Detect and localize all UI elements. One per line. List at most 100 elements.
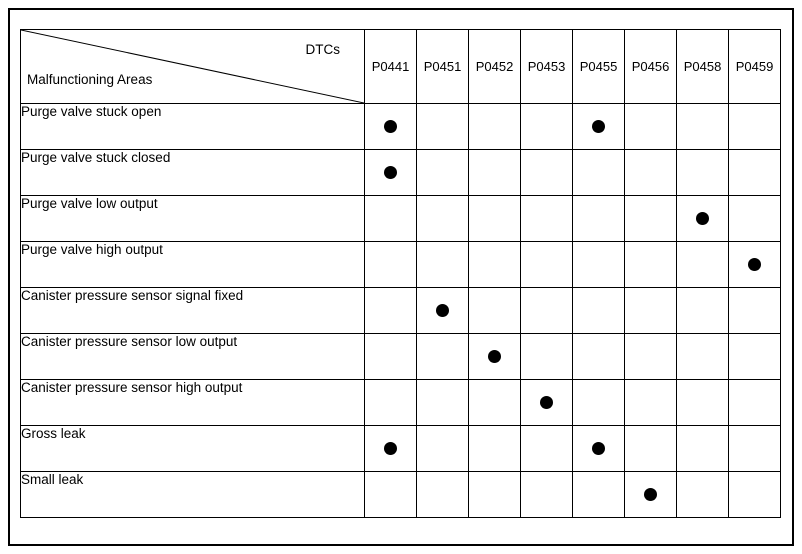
matrix-cell-p0441 — [364, 333, 417, 380]
matrix-cell-p0455 — [572, 333, 625, 380]
row-label: Gross leak — [20, 425, 365, 472]
dtc-marker-dot — [696, 211, 709, 225]
matrix-cell-p0451 — [416, 425, 469, 472]
row-label: Canister pressure sensor high output — [20, 379, 365, 426]
matrix-cell-p0452 — [468, 333, 521, 380]
matrix-cell-p0452 — [468, 287, 521, 334]
matrix-cell-p0441 — [364, 149, 417, 196]
matrix-cell-p0455 — [572, 149, 625, 196]
matrix-cell-p0451 — [416, 471, 469, 518]
matrix-cell-p0441 — [364, 195, 417, 242]
matrix-cell-p0453 — [520, 287, 573, 334]
table-row: Purge valve low output — [20, 195, 781, 242]
matrix-cell-p0456 — [624, 241, 677, 288]
matrix-cell-p0452 — [468, 425, 521, 472]
dtc-marker-dot — [592, 119, 605, 133]
matrix-cell-p0455 — [572, 287, 625, 334]
matrix-cell-p0456 — [624, 379, 677, 426]
matrix-cell-p0458 — [676, 241, 729, 288]
matrix-cell-p0459 — [728, 195, 781, 242]
dtc-marker-dot — [644, 487, 657, 501]
matrix-cell-p0456 — [624, 333, 677, 380]
matrix-cell-p0456 — [624, 149, 677, 196]
matrix-cell-p0455 — [572, 379, 625, 426]
matrix-cell-p0452 — [468, 241, 521, 288]
matrix-cell-p0455 — [572, 471, 625, 518]
matrix-cell-p0453 — [520, 379, 573, 426]
matrix-cell-p0458 — [676, 149, 729, 196]
table-row: Canister pressure sensor low output — [20, 333, 781, 380]
malfunctioning-areas-axis-label: Malfunctioning Areas — [27, 71, 153, 87]
matrix-cell-p0455 — [572, 241, 625, 288]
table-row: Purge valve high output — [20, 241, 781, 288]
row-label: Purge valve stuck closed — [20, 149, 365, 196]
matrix-cell-p0452 — [468, 379, 521, 426]
matrix-cell-p0459 — [728, 333, 781, 380]
column-header-p0455: P0455 — [572, 29, 625, 104]
matrix-cell-p0441 — [364, 103, 417, 150]
matrix-cell-p0456 — [624, 103, 677, 150]
matrix-cell-p0451 — [416, 333, 469, 380]
matrix-cell-p0459 — [728, 103, 781, 150]
matrix-cell-p0455 — [572, 195, 625, 242]
column-header-p0458: P0458 — [676, 29, 729, 104]
matrix-cell-p0451 — [416, 149, 469, 196]
matrix-cell-p0459 — [728, 149, 781, 196]
matrix-cell-p0452 — [468, 471, 521, 518]
matrix-cell-p0459 — [728, 471, 781, 518]
matrix-cell-p0456 — [624, 287, 677, 334]
matrix-cell-p0451 — [416, 241, 469, 288]
matrix-cell-p0441 — [364, 471, 417, 518]
dtcs-axis-label: DTCs — [305, 42, 341, 57]
column-header-p0441: P0441 — [364, 29, 417, 104]
matrix-cell-p0453 — [520, 103, 573, 150]
table-row: Purge valve stuck open — [20, 103, 781, 150]
dtc-marker-dot — [488, 349, 501, 363]
matrix-cell-p0456 — [624, 195, 677, 242]
table-row: Canister pressure sensor high output — [20, 379, 781, 426]
matrix-cell-p0458 — [676, 379, 729, 426]
matrix-cell-p0453 — [520, 195, 573, 242]
matrix-cell-p0458 — [676, 425, 729, 472]
matrix-cell-p0458 — [676, 195, 729, 242]
row-label: Purge valve stuck open — [20, 103, 365, 150]
matrix-cell-p0452 — [468, 195, 521, 242]
column-header-p0453: P0453 — [520, 29, 573, 104]
table-row: Canister pressure sensor signal fixed — [20, 287, 781, 334]
matrix-cell-p0441 — [364, 287, 417, 334]
matrix-cell-p0458 — [676, 103, 729, 150]
column-header-p0456: P0456 — [624, 29, 677, 104]
matrix-cell-p0458 — [676, 471, 729, 518]
row-label: Canister pressure sensor low output — [20, 333, 365, 380]
matrix-cell-p0451 — [416, 103, 469, 150]
dtc-marker-dot — [384, 119, 397, 133]
table-row: Purge valve stuck closed — [20, 149, 781, 196]
matrix-cell-p0451 — [416, 379, 469, 426]
column-header-p0452: P0452 — [468, 29, 521, 104]
matrix-cell-p0452 — [468, 149, 521, 196]
matrix-cell-p0453 — [520, 425, 573, 472]
matrix-cell-p0455 — [572, 103, 625, 150]
table-row: Gross leak — [20, 425, 781, 472]
matrix-cell-p0453 — [520, 333, 573, 380]
matrix-cell-p0453 — [520, 241, 573, 288]
dtc-marker-dot — [384, 441, 397, 455]
corner-header-cell: DTCs Malfunctioning Areas — [20, 29, 365, 104]
matrix-cell-p0441 — [364, 379, 417, 426]
row-label: Purge valve low output — [20, 195, 365, 242]
row-label: Canister pressure sensor signal fixed — [20, 287, 365, 334]
matrix-cell-p0453 — [520, 471, 573, 518]
matrix-cell-p0459 — [728, 241, 781, 288]
matrix-cell-p0453 — [520, 149, 573, 196]
matrix-cell-p0459 — [728, 379, 781, 426]
matrix-cell-p0456 — [624, 471, 677, 518]
matrix-cell-p0459 — [728, 425, 781, 472]
column-header-p0451: P0451 — [416, 29, 469, 104]
matrix-cell-p0458 — [676, 333, 729, 380]
matrix-cell-p0459 — [728, 287, 781, 334]
matrix-cell-p0455 — [572, 425, 625, 472]
